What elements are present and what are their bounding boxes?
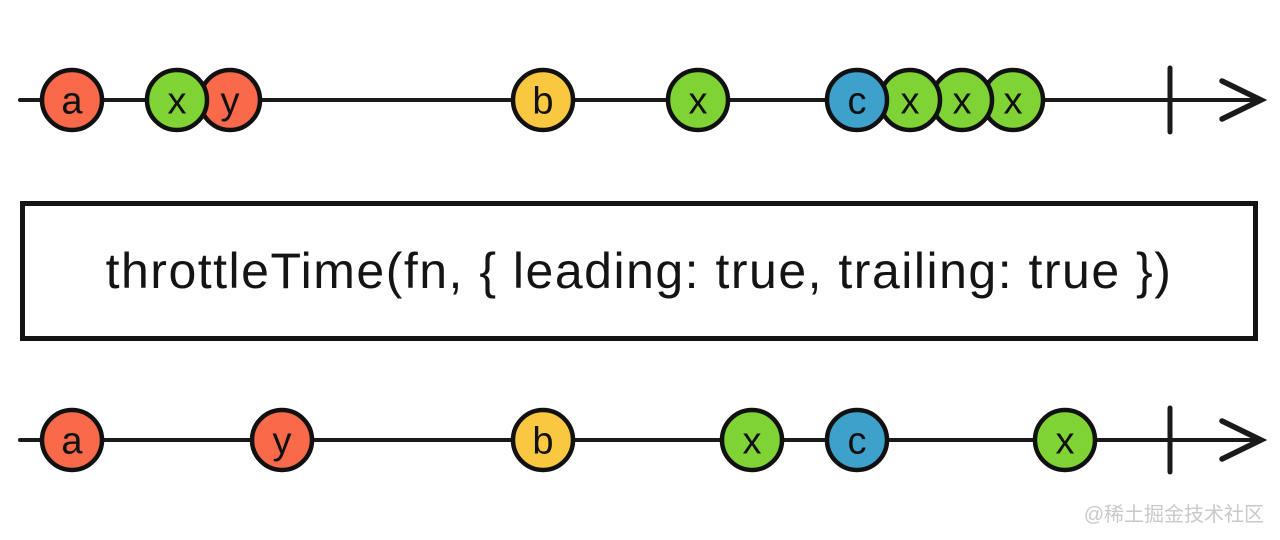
marble-label: x	[1004, 80, 1023, 122]
marble-x: x	[1032, 407, 1098, 473]
marble-x: x	[144, 67, 210, 133]
arrowhead-icon	[1219, 78, 1268, 122]
marble-x: x	[980, 67, 1046, 133]
marble-label: x	[953, 80, 972, 122]
marble-circle	[39, 67, 105, 133]
marble-c: c	[824, 407, 890, 473]
marble-y: y	[249, 407, 315, 473]
operator-box: throttleTime(fn, { leading: true, traili…	[20, 201, 1258, 341]
marble-circle	[665, 67, 731, 133]
marble-circle	[510, 67, 576, 133]
marble-label: c	[848, 80, 867, 122]
marble-circle	[39, 407, 105, 473]
marble-c: c	[824, 67, 890, 133]
marble-label: b	[532, 420, 553, 462]
arrowhead-icon	[1219, 418, 1268, 462]
marble-label: x	[743, 420, 762, 462]
marble-label: y	[221, 80, 240, 122]
marble-x: x	[665, 67, 731, 133]
marble-b: b	[510, 67, 576, 133]
marble-x: x	[877, 67, 943, 133]
marble-label: b	[532, 80, 553, 122]
operator-label: throttleTime(fn, { leading: true, traili…	[105, 243, 1173, 299]
marble-b: b	[510, 407, 576, 473]
marble-label: a	[61, 80, 83, 122]
marble-label: x	[901, 80, 920, 122]
marble-label: x	[689, 80, 708, 122]
marble-label: x	[168, 80, 187, 122]
marble-circle	[249, 407, 315, 473]
marble-a: a	[39, 67, 105, 133]
marble-circle	[1032, 407, 1098, 473]
marble-label: y	[273, 420, 292, 462]
marble-circle	[719, 407, 785, 473]
marble-label: c	[848, 420, 867, 462]
marble-label: x	[1056, 420, 1075, 462]
marble-x: x	[719, 407, 785, 473]
marble-circle	[510, 407, 576, 473]
marble-circle	[144, 67, 210, 133]
watermark-text: @稀土掘金技术社区	[1083, 504, 1264, 526]
marble-label: a	[61, 420, 83, 462]
marble-a: a	[39, 407, 105, 473]
marble-circle	[824, 67, 890, 133]
marble-x: x	[929, 67, 995, 133]
marble-circle	[824, 407, 890, 473]
